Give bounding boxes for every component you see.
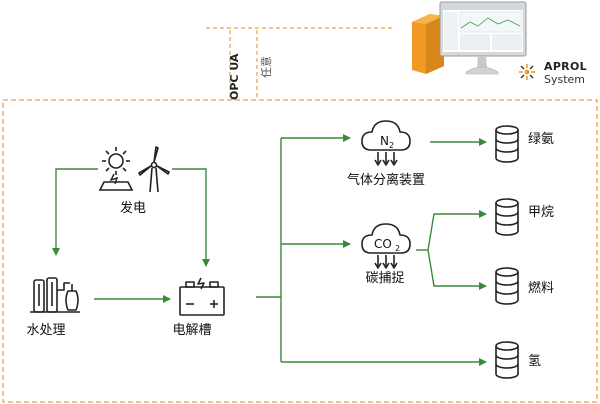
co2-subscript: 2 [395,244,400,253]
aprol-subtitle: System [544,73,585,86]
water-treatment-label: 水处理 [26,323,65,338]
electrolyzer-icon [179,277,225,316]
flow-to-fuel [427,249,487,290]
computer-icon [412,1,527,75]
aprol-title: APROL [544,60,587,73]
svg-text:任意: 任意 [259,56,273,78]
database-icon-fuel [495,267,519,305]
n2-cloud-icon [361,120,411,166]
flow-power-to-water [52,168,98,256]
electrolyzer-label: 电解槽 [172,323,211,338]
green-ammonia-label: 绿氨 [528,132,554,147]
database-icon-hydrogen [495,341,519,379]
database-icon-methane [495,198,519,236]
co2-cloud-icon [361,223,411,269]
water-treatment-icon [30,277,80,313]
opc-ua-label: OPC UA [228,53,241,100]
database-icon-green-ammonia [495,125,519,163]
carbon-capture-label: 碳捕捉 [365,270,404,286]
flow-to-methane [427,210,487,251]
flow-power-to-electrolyzer [172,168,210,267]
gas-separation-label: 气体分离装置 [347,172,425,188]
wind-turbine-icon [138,146,170,193]
fuel-label: 燃料 [528,280,554,296]
n2-formula: N [380,134,389,148]
power-generation-label: 发电 [120,200,146,216]
solar-panel-icon [98,147,134,191]
co2-formula: CO [374,237,392,251]
aprol-logo-icon [519,64,535,80]
flow-lines [52,134,487,366]
svg-text:OPC UA: OPC UA [228,53,241,100]
plant-boundary [2,99,598,403]
n2-subscript: 2 [389,141,394,150]
hydrogen-label: 氢 [528,354,541,369]
methane-label: 甲烷 [528,205,554,220]
optional-label: 任意 [259,56,273,78]
